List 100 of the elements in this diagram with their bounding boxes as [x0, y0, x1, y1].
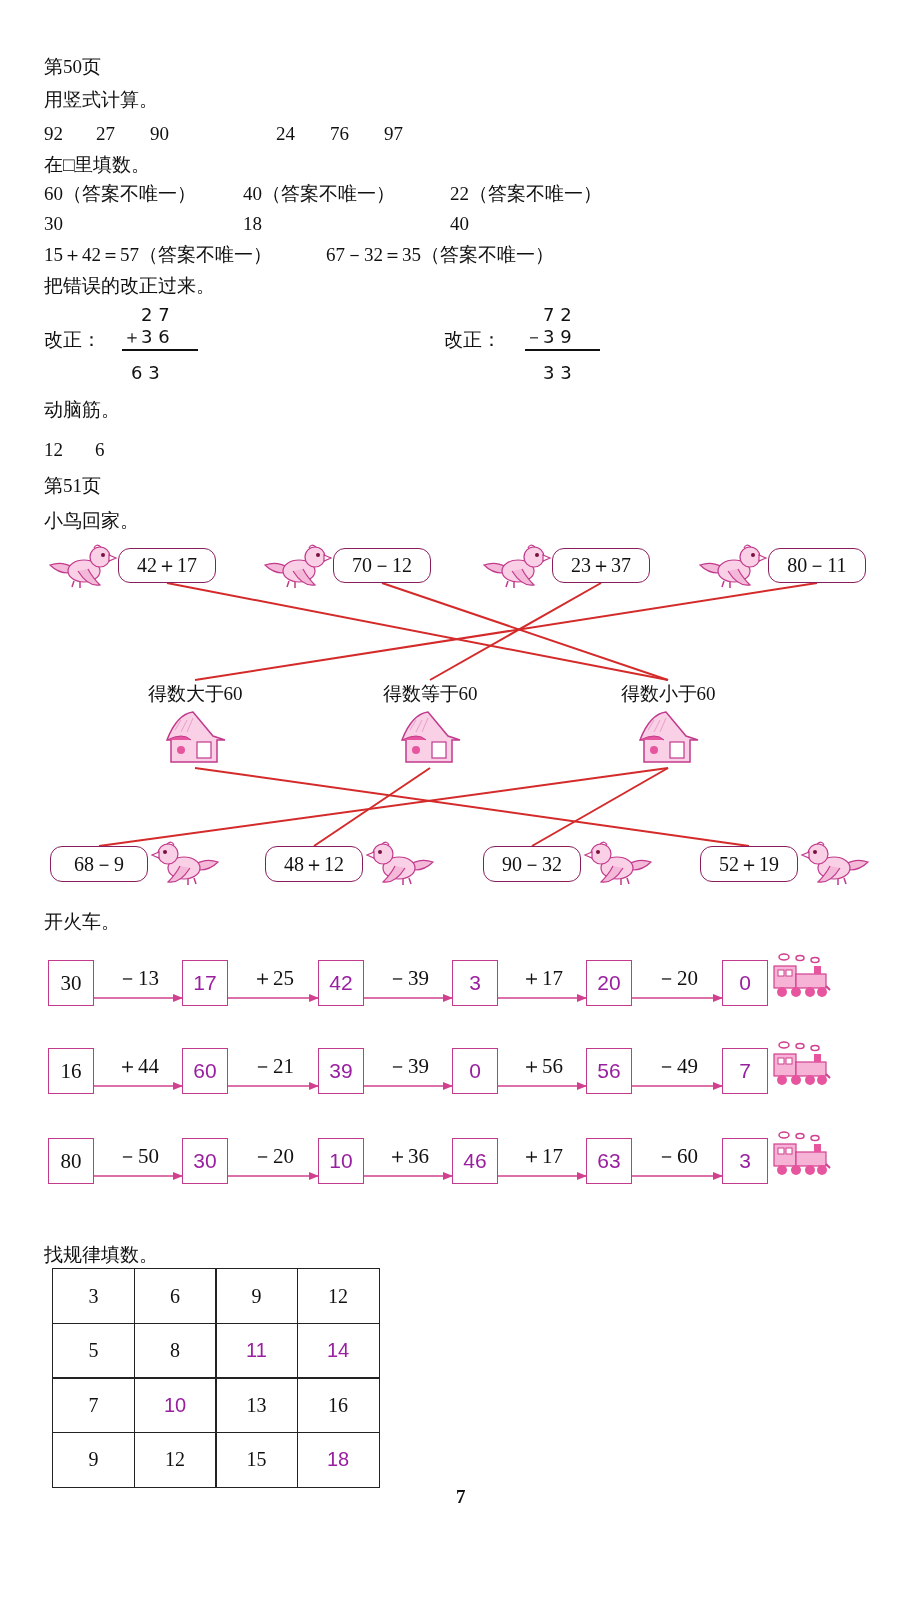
answer-box: 30 [48, 960, 94, 1006]
expression-box: 23＋37 [552, 548, 650, 583]
answer-box: 56 [586, 1048, 632, 1094]
arrow [631, 1082, 723, 1090]
expression-box: 52＋19 [700, 846, 798, 882]
arrow [363, 1082, 453, 1090]
arrow [497, 994, 587, 1002]
text-line: 24 [276, 122, 295, 146]
text-line: 改正： [44, 328, 101, 352]
answer-box: 60 [182, 1048, 228, 1094]
arrow [363, 994, 453, 1002]
arrow [497, 1082, 587, 1090]
text-line: 90 [150, 122, 169, 146]
text-line: 3 3 [543, 361, 572, 385]
connecting-line [381, 582, 669, 681]
answer-box: 0 [452, 1048, 498, 1094]
arrow [227, 1082, 319, 1090]
answer-box: 7 [722, 1048, 768, 1094]
arrow [227, 1172, 319, 1180]
connecting-line [531, 767, 669, 847]
table-cell: 8 [133, 1322, 217, 1379]
text-line: 6 3 [131, 361, 160, 385]
arrow [93, 994, 183, 1002]
text-line: 小鸟回家。 [44, 509, 139, 533]
answer-box: 10 [318, 1138, 364, 1184]
table-cell: 18 [296, 1431, 380, 1488]
text-line: 40 [450, 212, 469, 236]
text-line: 60（答案不唯一） [44, 182, 196, 206]
connecting-line [429, 582, 602, 681]
table-cell: 11 [215, 1322, 298, 1379]
text-line: 97 [384, 122, 403, 146]
house-label: 得数大于60 [147, 682, 243, 706]
text-line: 12 [44, 438, 63, 462]
page-number: 7 [456, 1485, 466, 1509]
expression-box: 80－11 [768, 548, 866, 583]
expression-box: 90－32 [483, 846, 581, 882]
answer-box: 16 [48, 1048, 94, 1094]
text-line: 找规律填数。 [44, 1243, 158, 1267]
text-line: 18 [243, 212, 262, 236]
text-line: 在□里填数。 [44, 153, 151, 177]
house-label: 得数小于60 [620, 682, 716, 706]
house-label: 得数等于60 [382, 682, 478, 706]
arrow [631, 994, 723, 1002]
table-cell: 5 [52, 1322, 135, 1379]
connecting-line [98, 767, 669, 847]
text-line: 改正： [444, 328, 501, 352]
expression-box: 68－9 [50, 846, 148, 882]
arrow [631, 1172, 723, 1180]
text-line: 2 7 [141, 303, 170, 327]
text-line: 用竖式计算。 [44, 88, 158, 112]
text-line: 把错误的改正过来。 [44, 274, 215, 298]
answer-box: 39 [318, 1048, 364, 1094]
answer-box: 3 [452, 960, 498, 1006]
table-cell: 6 [133, 1268, 217, 1324]
text-line: 76 [330, 122, 349, 146]
table-cell: 15 [215, 1431, 298, 1488]
connecting-line [194, 582, 818, 681]
answer-box: 0 [722, 960, 768, 1006]
arrow [227, 994, 319, 1002]
text-line: 67－32＝35（答案不唯一） [326, 243, 554, 267]
expression-box: 70－12 [333, 548, 431, 583]
arrow [363, 1172, 453, 1180]
answer-box: 3 [722, 1138, 768, 1184]
answer-box: 63 [586, 1138, 632, 1184]
table-cell: 12 [296, 1268, 380, 1324]
arrow [93, 1172, 183, 1180]
text-line: 第51页 [44, 474, 101, 498]
arrow [93, 1082, 183, 1090]
text-line: 开火车。 [44, 910, 120, 934]
expression-box: 48＋12 [265, 846, 363, 882]
text-line: 动脑筋。 [44, 398, 120, 422]
answer-box: 46 [452, 1138, 498, 1184]
answer-box: 42 [318, 960, 364, 1006]
text-line: 22（答案不唯一） [450, 182, 602, 206]
text-line: 6 [95, 438, 105, 462]
connecting-line [313, 767, 431, 847]
text-line: －3 9 [525, 325, 572, 349]
connecting-line [166, 582, 669, 681]
expression-box: 42＋17 [118, 548, 216, 583]
connecting-line [194, 767, 750, 847]
text-line: ＋3 6 [123, 325, 170, 349]
table-cell: 14 [296, 1322, 380, 1379]
table-cell: 3 [52, 1268, 135, 1324]
text-line: 92 [44, 122, 63, 146]
text-line: 15＋42＝57（答案不唯一） [44, 243, 272, 267]
text-line: 40（答案不唯一） [243, 182, 395, 206]
text-line: 第50页 [44, 55, 101, 79]
table-cell: 7 [52, 1377, 135, 1433]
table-cell: 10 [133, 1377, 217, 1433]
table-cell: 9 [52, 1431, 135, 1488]
text-line: 30 [44, 212, 63, 236]
answer-box: 17 [182, 960, 228, 1006]
answer-box: 30 [182, 1138, 228, 1184]
table-cell: 9 [215, 1268, 298, 1324]
text-line: 7 2 [543, 303, 572, 327]
text-line: 27 [96, 122, 115, 146]
table-cell: 16 [296, 1377, 380, 1433]
answer-box: 80 [48, 1138, 94, 1184]
table-cell: 12 [133, 1431, 217, 1488]
table-cell: 13 [215, 1377, 298, 1433]
